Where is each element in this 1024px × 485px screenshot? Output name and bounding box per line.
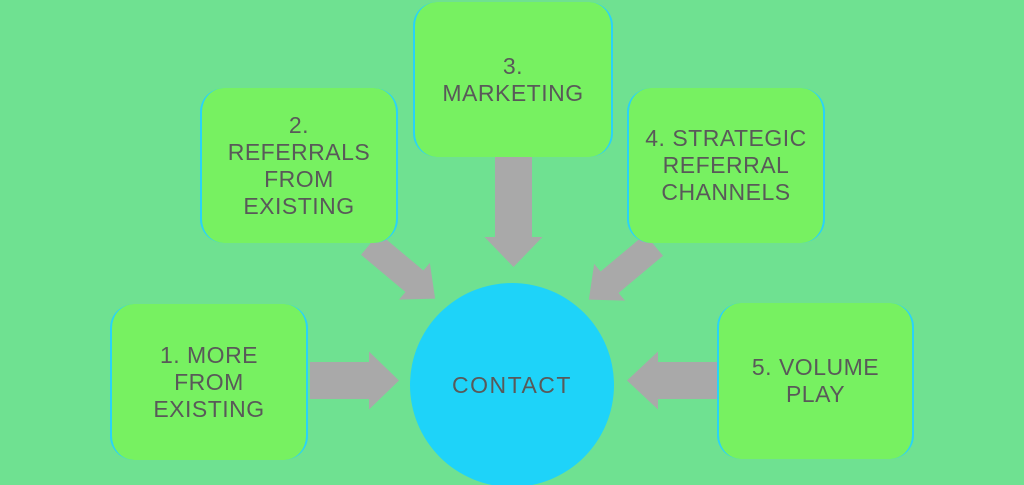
arrow-referrals-from-existing-to-contact (361, 233, 436, 300)
node-volume-play: 5. VOLUME PLAY (717, 303, 914, 459)
node-more-from-existing: 1. MORE FROM EXISTING (110, 304, 308, 460)
node-strategic-referral-channels: 4. STRATEGIC REFERRAL CHANNELS (627, 88, 825, 243)
node-referrals-from-existing: 2. REFERRALS FROM EXISTING (200, 88, 398, 243)
node-contact-label: CONTACT (452, 371, 572, 398)
node-marketing: 3. MARKETING (413, 2, 613, 157)
arrow-marketing-to-contact (484, 155, 543, 267)
node-marketing-label: 3. MARKETING (442, 52, 584, 106)
node-volume-play-label: 5. VOLUME PLAY (751, 354, 880, 407)
node-contact: CONTACT (410, 283, 614, 485)
arrow-strategic-referral-channels-to-contact (588, 234, 663, 301)
node-more-from-existing-label: 1. MORE FROM EXISTING (153, 341, 265, 422)
arrow-volume-play-to-contact (627, 351, 717, 410)
arrow-more-from-existing-to-contact (310, 351, 399, 410)
node-referrals-from-existing-label: 2. REFERRALS FROM EXISTING (227, 111, 371, 219)
node-strategic-referral-channels-label: 4. STRATEGIC REFERRAL CHANNELS (645, 125, 807, 205)
